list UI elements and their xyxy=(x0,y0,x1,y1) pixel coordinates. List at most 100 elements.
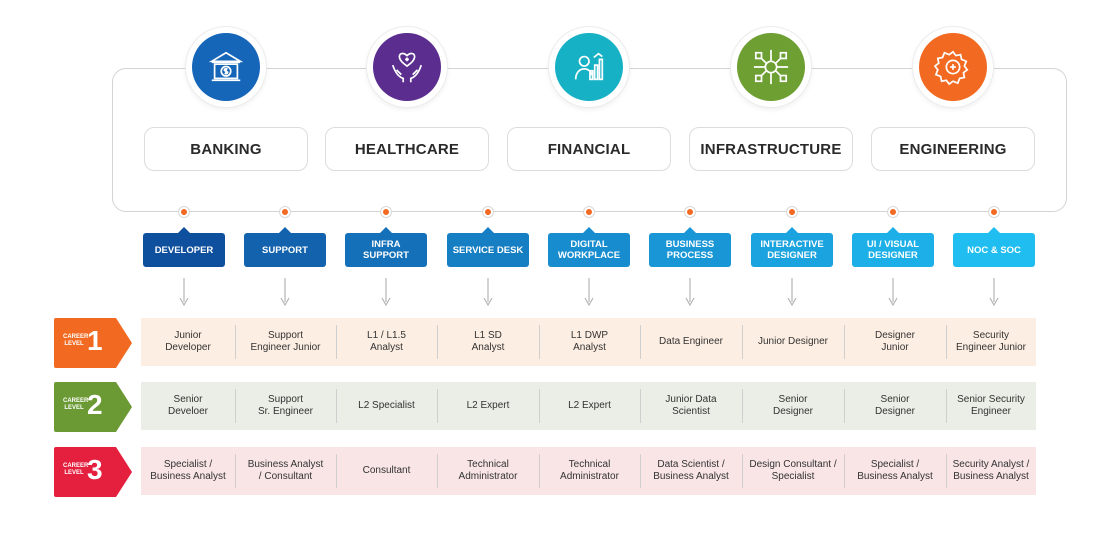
role-label-line2: DESIGNER xyxy=(767,250,817,261)
role-support: SUPPORT xyxy=(244,227,326,267)
table-cell: Specialist /Business Analyst xyxy=(857,459,933,482)
table-cell: L2 Expert xyxy=(466,400,510,411)
divider xyxy=(844,325,845,359)
table-cell: Consultant xyxy=(362,465,411,476)
down-arrow-icon xyxy=(584,278,594,306)
role-label: NOC & SOC xyxy=(967,244,1021,256)
role-label-line2: PROCESS xyxy=(666,250,714,261)
divider xyxy=(640,325,641,359)
role-label-line1: INTERACTIVE xyxy=(760,239,824,250)
divider xyxy=(946,325,947,359)
career-level-number: 3 xyxy=(87,454,103,485)
divider xyxy=(437,389,438,423)
down-arrow-icon xyxy=(888,278,898,306)
role-label-line1: BUSINESS xyxy=(665,239,715,250)
career-level-number: 1 xyxy=(87,325,103,356)
career-level-caption: CAREER LEVEL xyxy=(63,398,89,411)
divider xyxy=(336,389,337,423)
divider xyxy=(336,454,337,488)
industry-circle-infrastructure xyxy=(731,27,811,107)
role-infra-support: INFRA SUPPORT xyxy=(345,227,427,267)
divider xyxy=(437,454,438,488)
table-cell: Data Engineer xyxy=(659,336,723,347)
table-cell: Junior Designer xyxy=(757,336,829,347)
divider xyxy=(742,389,743,423)
role-label-line1: UI / VISUAL xyxy=(866,239,920,250)
role-service-desk: SERVICE DESK xyxy=(447,227,529,267)
divider xyxy=(539,389,540,423)
divider xyxy=(742,454,743,488)
divider xyxy=(640,454,641,488)
down-arrow-icon xyxy=(989,278,999,306)
career-level-tag-1: CAREER LEVEL 1 xyxy=(54,318,134,368)
role-label: INFRA SUPPORT xyxy=(363,239,409,261)
role-label: DEVELOPER xyxy=(154,244,214,256)
connector-dot xyxy=(178,206,190,218)
down-arrow-icon xyxy=(685,278,695,306)
industry-circle-banking xyxy=(186,27,266,107)
connector-dot xyxy=(279,206,291,218)
divider xyxy=(844,454,845,488)
healthcare-icon xyxy=(373,33,441,101)
gear-icon xyxy=(919,33,987,101)
table-cell: Security Analyst /Business Analyst xyxy=(952,459,1030,482)
career-level-caption: CAREER LEVEL xyxy=(63,463,89,476)
industry-label-banking: BANKING xyxy=(144,127,308,171)
career-level-caption: CAREER LEVEL xyxy=(63,334,89,347)
table-cell: Specialist /Business Analyst xyxy=(150,459,226,482)
connector-dot xyxy=(583,206,595,218)
divider xyxy=(844,389,845,423)
career-level-tag-3: CAREER LEVEL 3 xyxy=(54,447,134,497)
industry-circle-financial xyxy=(549,27,629,107)
role-label: SUPPORT xyxy=(262,244,308,256)
table-cell: Business Analyst/ Consultant xyxy=(247,459,324,482)
connector-dot xyxy=(684,206,696,218)
table-cell: Design Consultant /Specialist xyxy=(749,459,837,482)
table-cell: L2 Specialist xyxy=(358,400,415,411)
divider xyxy=(539,454,540,488)
financial-icon xyxy=(555,33,623,101)
table-cell: Data Scientist /Business Analyst xyxy=(653,459,729,482)
divider xyxy=(946,389,947,423)
role-label: SERVICE DESK xyxy=(452,244,524,256)
industry-label-infrastructure: INFRASTRUCTURE xyxy=(689,127,853,171)
industry-label-financial: FINANCIAL xyxy=(507,127,671,171)
network-icon xyxy=(737,33,805,101)
down-arrow-icon xyxy=(787,278,797,306)
divider xyxy=(539,325,540,359)
divider xyxy=(235,325,236,359)
divider xyxy=(640,389,641,423)
divider xyxy=(235,389,236,423)
connector-dot xyxy=(988,206,1000,218)
divider xyxy=(437,325,438,359)
divider xyxy=(742,325,743,359)
role-noc-soc: NOC & SOC xyxy=(953,227,1035,267)
connector-dot xyxy=(887,206,899,218)
down-arrow-icon xyxy=(381,278,391,306)
career-level-tag-2: CAREER LEVEL 2 xyxy=(54,382,134,432)
industry-label-engineering: ENGINEERING xyxy=(871,127,1035,171)
connector-dot xyxy=(482,206,494,218)
connector-dot xyxy=(786,206,798,218)
role-label-line1: DIGITAL xyxy=(570,239,608,250)
bank-icon xyxy=(192,33,260,101)
connector-dot xyxy=(380,206,392,218)
